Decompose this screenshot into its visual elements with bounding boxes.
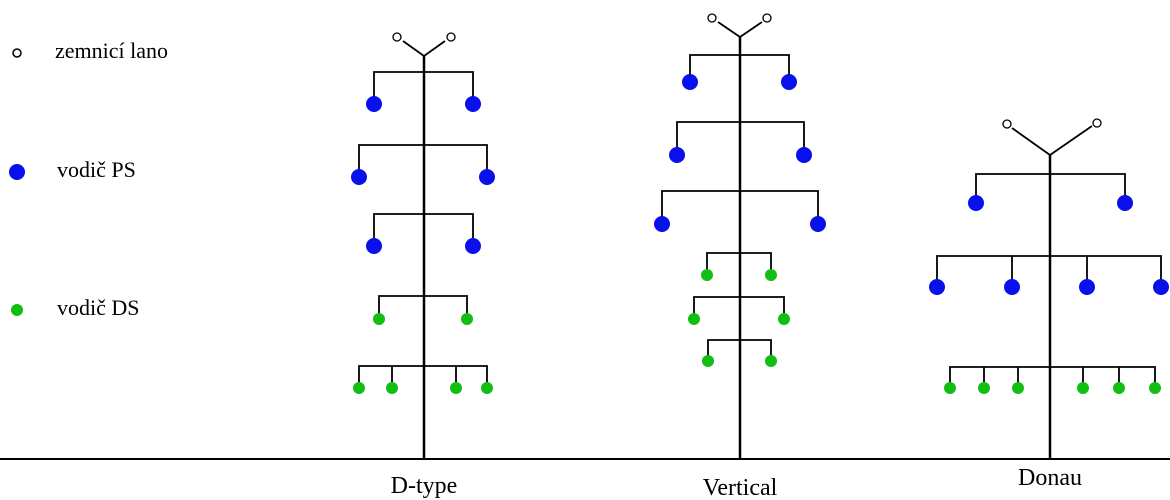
legend-label-ps-conductor: vodič PS bbox=[57, 157, 136, 182]
ps-conductor bbox=[654, 216, 670, 232]
tower-d-type bbox=[351, 32, 495, 459]
crossarm bbox=[693, 296, 785, 314]
ds-conductor bbox=[1012, 382, 1024, 394]
ps-conductor bbox=[351, 169, 367, 185]
ground-wire-peak bbox=[717, 21, 763, 39]
ground-wire-node bbox=[707, 13, 717, 23]
ps-conductor bbox=[810, 216, 826, 232]
crossarm bbox=[661, 190, 819, 217]
crossarm bbox=[707, 339, 772, 356]
crossarm bbox=[378, 295, 468, 314]
ps-conductor bbox=[465, 238, 481, 254]
ds-conductor bbox=[373, 313, 385, 325]
legend: zemnicí lano vodič PS vodič DS bbox=[9, 38, 168, 320]
legend-label-ground-wire: zemnicí lano bbox=[55, 38, 168, 63]
ds-conductor bbox=[450, 382, 462, 394]
tower-vertical bbox=[654, 13, 826, 459]
ps-conductor bbox=[1079, 279, 1095, 295]
crossarm bbox=[936, 255, 1162, 280]
ps-conductor bbox=[1153, 279, 1169, 295]
ds-conductor bbox=[701, 269, 713, 281]
ds-conductor bbox=[461, 313, 473, 325]
ds-conductor bbox=[765, 269, 777, 281]
crossarm bbox=[706, 252, 772, 270]
crossarm bbox=[373, 213, 474, 238]
ds-conductor bbox=[944, 382, 956, 394]
ps-conductor bbox=[968, 195, 984, 211]
ps-conductor bbox=[796, 147, 812, 163]
ground-wire-peak bbox=[1011, 125, 1093, 157]
ground-wire-node bbox=[1002, 119, 1012, 129]
crossarm bbox=[689, 54, 790, 75]
crossarm bbox=[373, 71, 474, 97]
ds-conductor bbox=[481, 382, 493, 394]
ds-conductor-legend-icon bbox=[11, 304, 23, 316]
crossarm bbox=[358, 144, 488, 170]
ps-conductor bbox=[1004, 279, 1020, 295]
ps-conductor bbox=[1117, 195, 1133, 211]
ps-conductor bbox=[479, 169, 495, 185]
ds-conductor bbox=[978, 382, 990, 394]
tower-label-donau: Donau bbox=[1018, 465, 1082, 491]
ds-conductor bbox=[702, 355, 714, 367]
ps-conductor bbox=[929, 279, 945, 295]
ds-conductor bbox=[1113, 382, 1125, 394]
ground-wire-node bbox=[392, 32, 402, 42]
ps-conductor bbox=[366, 96, 382, 112]
ds-conductor bbox=[688, 313, 700, 325]
ground-wire-node bbox=[1092, 118, 1102, 128]
ground-wire-legend-icon bbox=[12, 48, 22, 58]
tower-donau bbox=[929, 118, 1169, 459]
ps-conductor bbox=[669, 147, 685, 163]
ground-wire-node bbox=[762, 13, 772, 23]
tower-label-d-type: D-type bbox=[391, 473, 458, 499]
ps-conductor bbox=[682, 74, 698, 90]
ds-conductor bbox=[386, 382, 398, 394]
crossarm bbox=[975, 173, 1126, 196]
ds-conductor bbox=[778, 313, 790, 325]
ds-conductor bbox=[353, 382, 365, 394]
ps-conductor bbox=[781, 74, 797, 90]
ground-wire-peak bbox=[402, 40, 446, 58]
ground-wire-node bbox=[446, 32, 456, 42]
tower-label-vertical: Vertical bbox=[703, 475, 778, 500]
crossarm bbox=[949, 366, 1156, 383]
crossarm bbox=[676, 121, 805, 148]
crossarm bbox=[358, 365, 392, 383]
crossarm bbox=[455, 365, 488, 383]
ps-conductor bbox=[465, 96, 481, 112]
ds-conductor bbox=[1149, 382, 1161, 394]
ps-conductor-legend-icon bbox=[9, 164, 25, 180]
legend-label-ds-conductor: vodič DS bbox=[57, 295, 140, 320]
ps-conductor bbox=[366, 238, 382, 254]
ds-conductor bbox=[765, 355, 777, 367]
ds-conductor bbox=[1077, 382, 1089, 394]
